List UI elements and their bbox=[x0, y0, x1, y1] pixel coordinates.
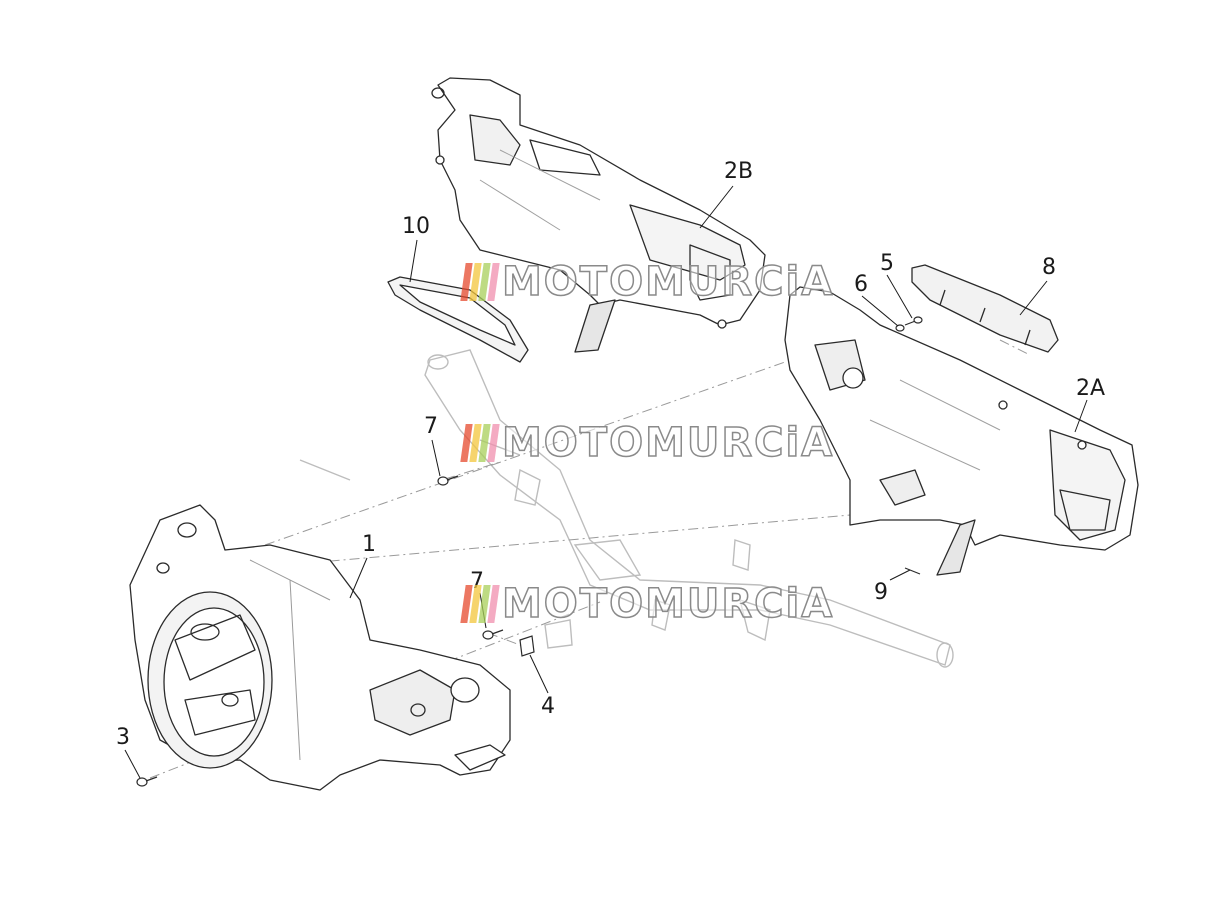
watermark-logo: MOTOMURCiA bbox=[460, 419, 835, 467]
watermark-text: MOTOMURCiA bbox=[501, 258, 835, 306]
handlebar-frame bbox=[300, 350, 953, 667]
watermark-logo: MOTOMURCiA bbox=[460, 258, 835, 306]
watermark-logo: MOTOMURCiA bbox=[460, 580, 835, 628]
watermark-stripes bbox=[460, 263, 500, 301]
callout-2a: 2A bbox=[1076, 376, 1106, 401]
callout-leaders bbox=[125, 186, 1087, 778]
callout-2b: 2B bbox=[724, 159, 754, 184]
watermark-stripes bbox=[460, 424, 500, 462]
part-2a-rear-cover bbox=[785, 287, 1138, 575]
callout-7-upper: 7 bbox=[424, 414, 438, 439]
callout-9: 9 bbox=[874, 580, 888, 605]
part-10-panel bbox=[388, 277, 528, 362]
part-2b-rear-cover bbox=[432, 78, 765, 352]
callout-5: 5 bbox=[880, 251, 894, 276]
part-1-headlight-cover bbox=[130, 505, 510, 790]
watermark-text: MOTOMURCiA bbox=[501, 419, 835, 467]
callout-8: 8 bbox=[1042, 255, 1056, 280]
part-8-trim bbox=[912, 265, 1058, 352]
callout-1: 1 bbox=[362, 532, 376, 557]
watermark-text: MOTOMURCiA bbox=[501, 580, 835, 628]
callout-6: 6 bbox=[854, 272, 868, 297]
hardware bbox=[137, 317, 922, 786]
callout-10: 10 bbox=[402, 214, 430, 239]
callout-4: 4 bbox=[541, 694, 555, 719]
callout-3: 3 bbox=[116, 725, 130, 750]
watermark-stripes bbox=[460, 585, 500, 623]
